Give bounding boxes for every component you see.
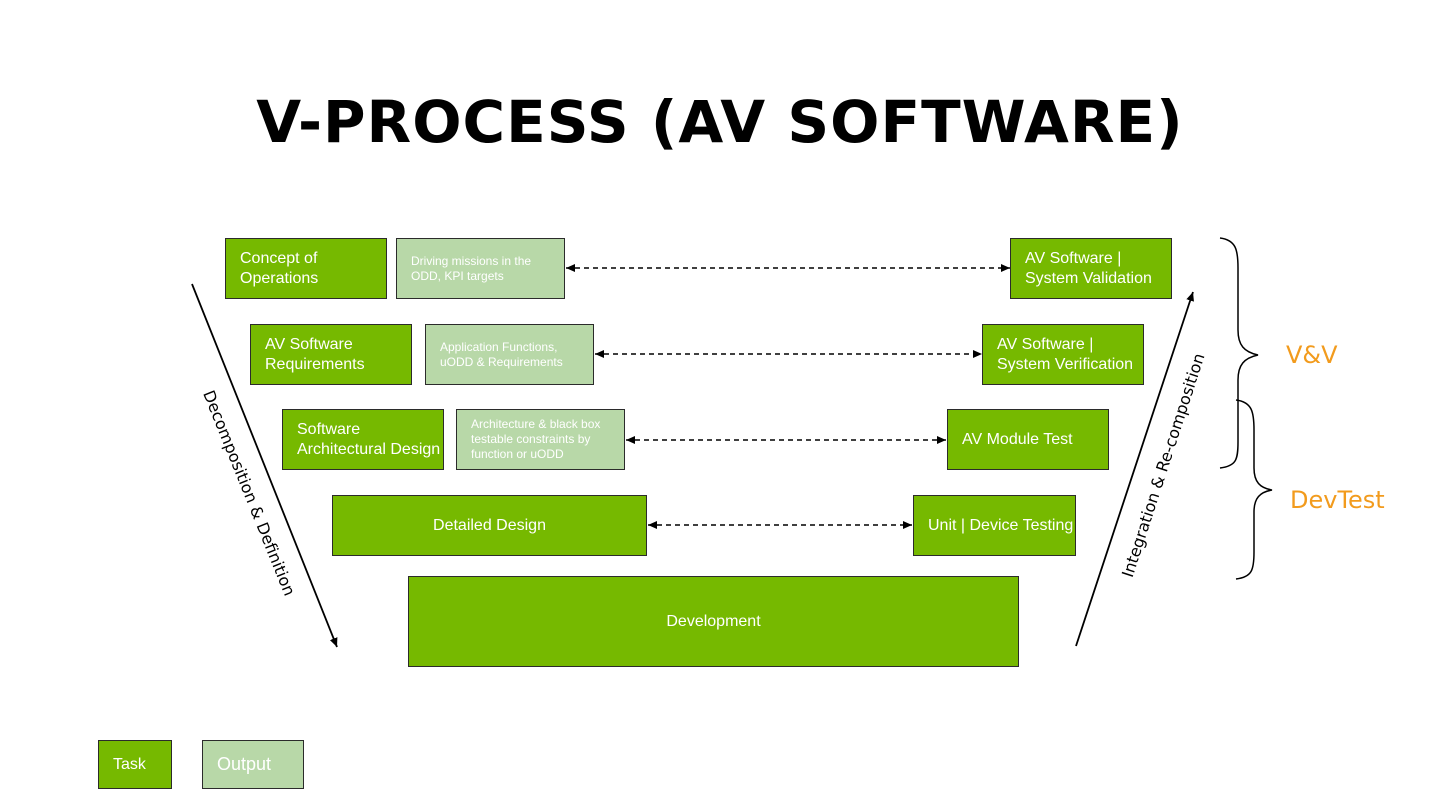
integration-arrow [1075, 291, 1194, 647]
task-development: Development [408, 576, 1019, 667]
test-unit-device-testing: Unit | Device Testing [913, 495, 1076, 556]
task-detailed-design: Detailed Design [332, 495, 647, 556]
vv-label: V&V [1286, 341, 1338, 369]
page-title: V-PROCESS (AV SOFTWARE) [256, 88, 1184, 156]
task-software-architectural-design: Software Architectural Design [282, 409, 444, 470]
brace-upper [1219, 237, 1259, 469]
devtest-label: DevTest [1290, 486, 1385, 514]
test-system-validation: AV Software | System Validation [1010, 238, 1172, 299]
task-av-software-requirements: AV Software Requirements [250, 324, 412, 385]
legend-task: Task [98, 740, 172, 789]
test-system-verification: AV Software | System Verification [982, 324, 1144, 385]
decomposition-arrow [191, 283, 338, 648]
output-driving-missions: Driving missions in the ODD, KPI targets [396, 238, 565, 299]
task-concept-of-operations: Concept of Operations [225, 238, 387, 299]
output-architecture-constraints: Architecture & black box testable constr… [456, 409, 625, 470]
output-application-functions: Application Functions, uODD & Requiremen… [425, 324, 594, 385]
legend-output: Output [202, 740, 304, 789]
brace-lower [1235, 399, 1273, 580]
test-av-module-test: AV Module Test [947, 409, 1109, 470]
